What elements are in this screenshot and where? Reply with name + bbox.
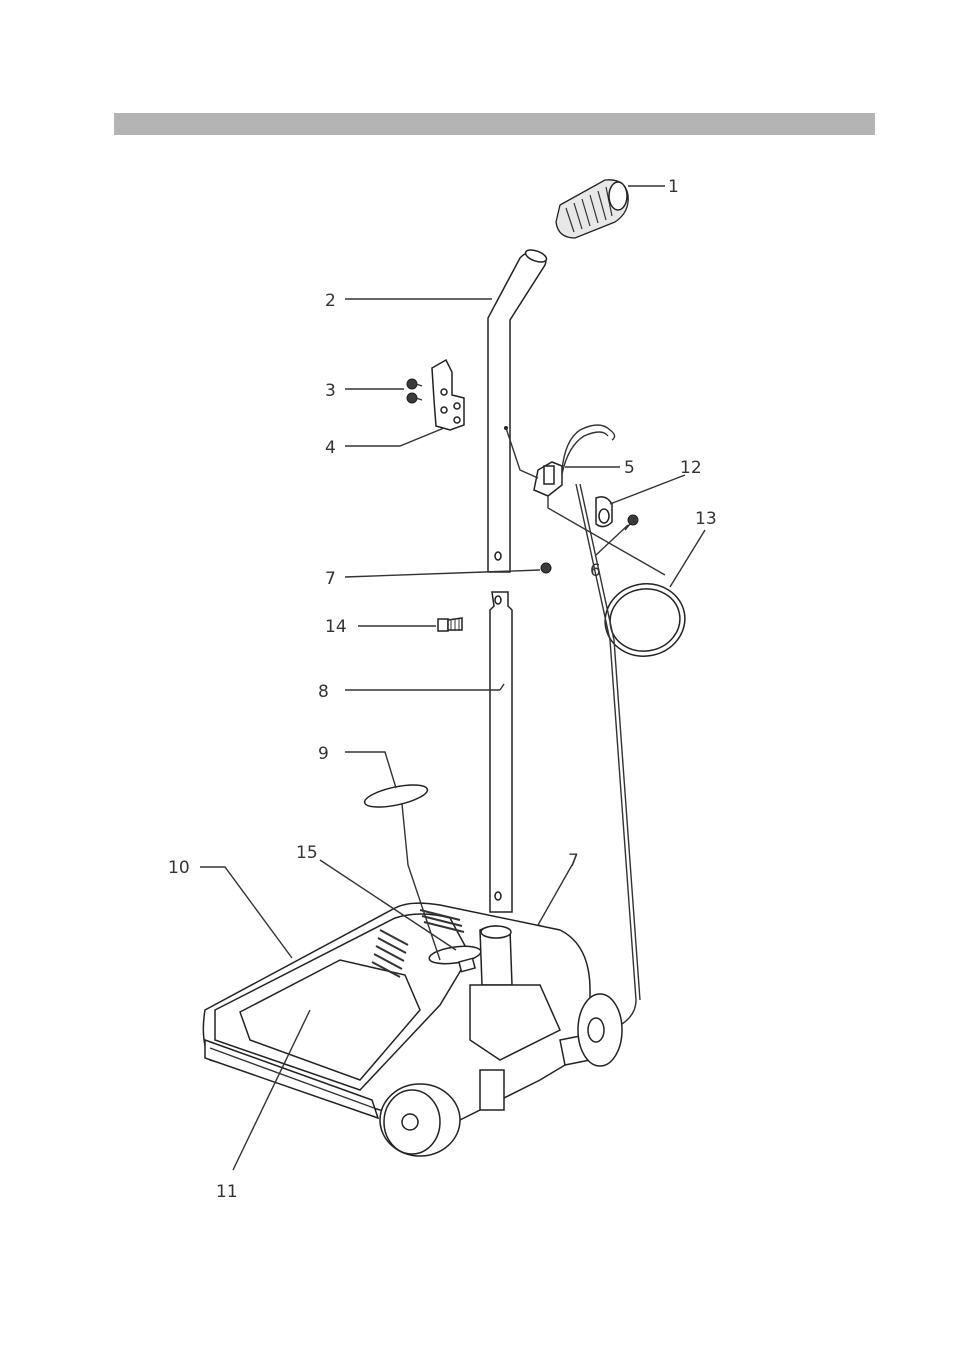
callout-7-lower: 7 (568, 851, 579, 871)
bracket-part (432, 360, 464, 430)
callout-12: 12 (680, 458, 702, 478)
callout-10: 10 (168, 858, 190, 878)
handle-grip-part (556, 180, 628, 238)
bolts-part (407, 379, 422, 403)
callout-8: 8 (318, 682, 329, 702)
lower-tube-part (490, 592, 512, 912)
long-bolt-part (438, 618, 462, 631)
cable-clip-part (596, 497, 612, 527)
upper-handle-tube-part (488, 248, 548, 572)
callout-1: 1 (668, 177, 679, 197)
callout-2: 2 (325, 291, 336, 311)
callout-15: 15 (296, 843, 318, 863)
callout-5: 5 (624, 458, 635, 478)
nut-upper-part (541, 563, 551, 573)
callout-6: 6 (590, 561, 601, 581)
callout-3: 3 (325, 381, 336, 401)
callout-9: 9 (318, 744, 329, 764)
ring-part (599, 578, 690, 663)
screw-part (625, 515, 638, 530)
callout-4: 4 (325, 438, 336, 458)
vacuum-base-part (203, 903, 622, 1156)
callout-14: 14 (325, 617, 347, 637)
callout-13: 13 (695, 509, 717, 529)
switch-bracket-part (534, 425, 615, 496)
callout-11: 11 (216, 1182, 238, 1202)
callout-7-upper: 7 (325, 569, 336, 589)
gasket-part (363, 781, 429, 812)
